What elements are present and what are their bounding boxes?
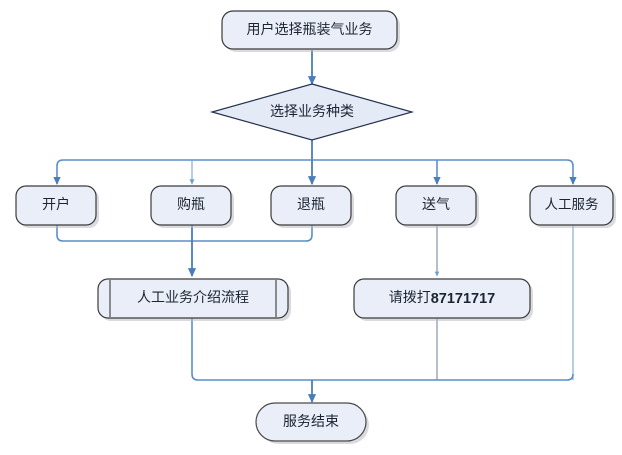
node-phone-number: 87171717 [431, 291, 496, 307]
node-end-label: 服务结束 [283, 414, 339, 430]
node-option3-label: 退瓶 [297, 197, 325, 213]
node-subprocess-shape [97, 278, 289, 319]
node-start-shape [221, 10, 398, 50]
node-end-shape [255, 402, 367, 442]
node-decision[interactable]: 选择业务种类 [209, 83, 415, 141]
edge-bottom-bus [312, 373, 574, 381]
node-option1-label: 开户 [42, 196, 70, 213]
node-start-label: 用户选择瓶装气业务 [247, 21, 373, 38]
edge-distribution-bus [56, 159, 574, 167]
node-option3[interactable]: 退瓶 [270, 185, 354, 228]
node-option1[interactable]: 开户 [15, 185, 99, 228]
node-option2[interactable]: 购瓶 [150, 185, 234, 228]
node-option4-label: 送气 [422, 197, 450, 213]
node-option3-shape [270, 185, 352, 226]
edge-layer [53, 50, 577, 404]
node-option1-shape [15, 185, 97, 226]
node-decision-label: 选择业务种类 [270, 104, 354, 120]
node-subprocess[interactable]: 人工业务介绍流程 [97, 278, 291, 321]
edge-subprocess-to-bottom-bus [191, 318, 312, 381]
node-phone-shape [353, 278, 531, 319]
node-option2-shape [150, 185, 232, 226]
node-option4-shape [395, 185, 477, 226]
node-subprocess-label: 人工业务介绍流程 [137, 290, 249, 306]
node-option2-label: 购瓶 [177, 197, 205, 213]
node-option4[interactable]: 送气 [395, 185, 479, 228]
node-phone-label: 请拨打87171717 [389, 289, 496, 307]
node-option5-label: 人工服务 [545, 197, 599, 212]
node-phone-label-prefix: 请拨打 [389, 289, 431, 306]
edge-option1-to-merge [56, 225, 192, 242]
node-option5[interactable]: 人工服务 [529, 185, 616, 228]
edge-option3-to-merge [192, 225, 313, 242]
node-end[interactable]: 服务结束 [255, 402, 369, 444]
node-start[interactable]: 用户选择瓶装气业务 [221, 10, 400, 52]
node-option5-shape [529, 185, 614, 226]
node-decision-shape [209, 83, 415, 141]
node-phone[interactable]: 请拨打87171717 [353, 278, 533, 321]
